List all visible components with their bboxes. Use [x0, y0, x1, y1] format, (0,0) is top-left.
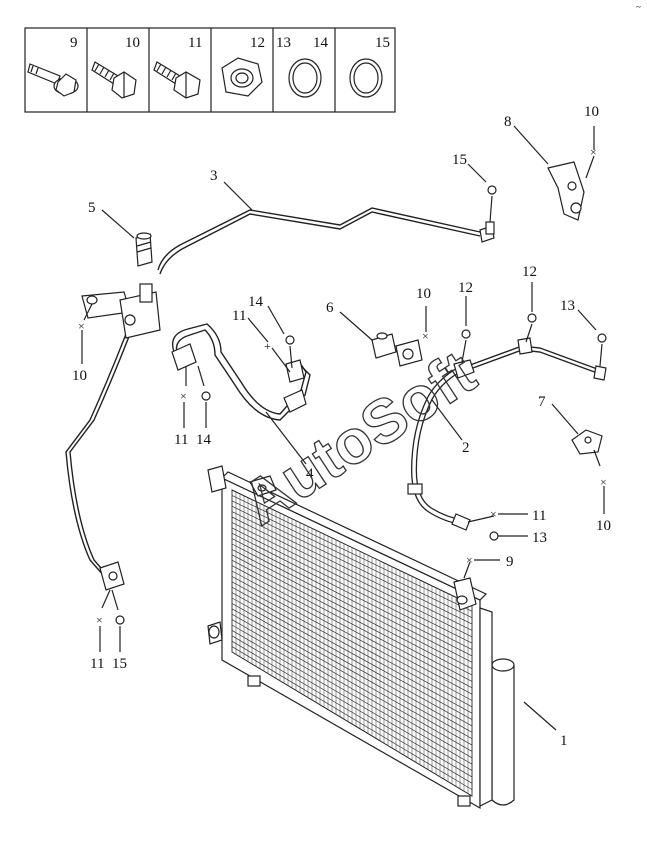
condenser-tube	[231, 576, 473, 708]
condenser-tube	[231, 527, 473, 650]
condenser-tube	[231, 597, 473, 733]
svg-text:×: ×	[590, 145, 597, 159]
condenser-tube	[231, 549, 473, 676]
callout-11: 11	[90, 656, 104, 672]
callout-7: 7	[538, 394, 546, 410]
leader-lines	[81, 125, 605, 731]
fastener-markers: × × × × × × + × ×	[78, 145, 607, 627]
receiver-drier	[491, 665, 515, 806]
callout-4: 4	[306, 466, 314, 482]
condenser-tube	[231, 646, 473, 790]
condenser-tube	[231, 565, 473, 695]
callout-14: 14	[196, 432, 212, 448]
condenser-tube	[231, 624, 473, 765]
callout-3: 3	[210, 168, 218, 184]
suction-pipe	[171, 323, 311, 421]
callout-14: 14	[248, 294, 264, 310]
svg-text:×: ×	[96, 613, 103, 627]
condenser-tube	[231, 516, 473, 638]
watermark: AutoSoft	[230, 338, 487, 538]
condenser-tube	[231, 532, 473, 657]
fastener-legend-table: 9 10 11 12 13 14 15	[24, 27, 396, 113]
condenser-tube	[231, 511, 473, 631]
o-ring-icon	[349, 58, 383, 98]
callout-10: 10	[416, 286, 431, 302]
condenser-tube	[231, 543, 473, 669]
callout-13: 13	[532, 530, 547, 546]
svg-text:×: ×	[490, 507, 497, 521]
condenser-tube	[231, 603, 473, 740]
condenser-tube	[231, 586, 473, 720]
callout-2: 2	[462, 440, 470, 456]
callout-10: 10	[72, 368, 87, 384]
legend-label-10: 10	[125, 35, 140, 51]
callout-1: 1	[560, 733, 568, 749]
condenser-tube	[231, 640, 473, 784]
condenser-tube	[231, 570, 473, 701]
flange-bolt-icon	[27, 63, 79, 97]
callout-10: 10	[596, 518, 611, 534]
condenser-fins	[231, 490, 473, 796]
callout-10: 10	[584, 104, 599, 120]
callout-11: 11	[232, 308, 246, 324]
legend-label-11: 11	[188, 35, 202, 51]
hex-nut-icon	[221, 57, 263, 97]
svg-text:×: ×	[422, 329, 429, 343]
condenser-tube	[231, 500, 473, 619]
legend-label-14: 14	[313, 35, 329, 51]
callout-11: 11	[174, 432, 188, 448]
condenser-tube	[231, 630, 473, 771]
mounting-bracket	[547, 161, 585, 221]
callout-12: 12	[458, 280, 473, 296]
callout-6: 6	[326, 300, 334, 316]
condenser-tube	[231, 554, 473, 682]
condenser-tube	[231, 505, 473, 625]
callout-15: 15	[112, 656, 127, 672]
callout-11: 11	[532, 508, 546, 524]
expansion-valve-block	[371, 332, 423, 367]
o-ring-icon	[288, 58, 322, 98]
discharge-hose	[407, 337, 607, 531]
legend-label-13: 13	[276, 35, 291, 51]
callout-15: 15	[452, 152, 467, 168]
corner-mark: ~	[636, 2, 641, 12]
pipe-joint-block	[81, 283, 161, 339]
callout-9: 9	[506, 554, 514, 570]
condenser-tube	[231, 635, 473, 778]
clamp-bracket	[571, 429, 603, 455]
condenser-tube	[231, 592, 473, 727]
callout-8: 8	[504, 114, 512, 130]
legend-label-9: 9	[70, 35, 78, 51]
callout-labels: 1 2 3 4 5 6 7 8 9 10 10 10 10 11 11 11 1…	[72, 104, 611, 749]
condenser	[207, 465, 515, 810]
svg-text:×: ×	[78, 319, 85, 333]
callout-5: 5	[88, 200, 96, 216]
svg-text:×: ×	[180, 389, 187, 403]
svg-text:+: +	[264, 339, 271, 353]
condenser-tube	[231, 608, 473, 746]
pressure-switch	[135, 232, 153, 267]
callout-12: 12	[522, 264, 537, 280]
condenser-tube	[231, 495, 473, 612]
legend-label-15: 15	[375, 35, 390, 51]
condenser-tube	[231, 581, 473, 714]
condenser-tube	[231, 538, 473, 663]
bolt-icon	[153, 61, 201, 99]
bolt-icon	[91, 61, 137, 99]
condenser-tube	[231, 619, 473, 759]
condenser-tube	[231, 613, 473, 752]
condenser-tube	[231, 522, 473, 644]
legend-label-12: 12	[250, 35, 265, 51]
svg-text:×: ×	[466, 553, 473, 567]
svg-text:×: ×	[600, 475, 607, 489]
callout-13: 13	[560, 298, 575, 314]
condenser-tube	[231, 559, 473, 689]
